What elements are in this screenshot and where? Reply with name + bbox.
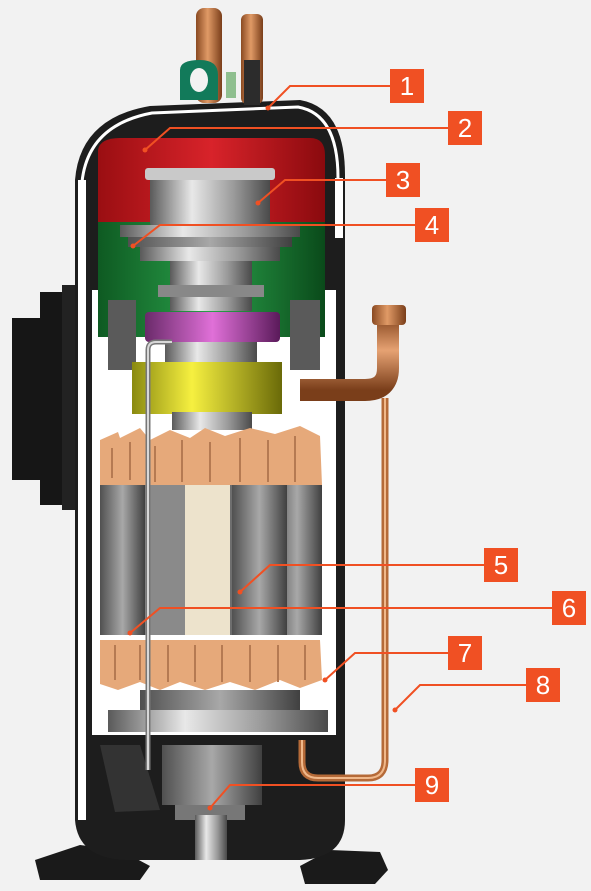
callout-5: 5	[484, 548, 518, 582]
callout-8: 8	[526, 668, 560, 702]
terminal-box	[12, 285, 84, 510]
counterweight	[132, 362, 282, 414]
scroll-assembly	[120, 168, 300, 311]
callout-3: 3	[386, 163, 420, 197]
callout-2: 2	[448, 111, 482, 145]
discharge-pipes	[180, 8, 263, 105]
lower-winding	[100, 640, 322, 690]
callout-1: 1	[390, 69, 424, 103]
callout-6: 6	[552, 591, 586, 625]
callout-4: 4	[415, 208, 449, 242]
suction-pipe	[298, 305, 406, 782]
bearing-ring	[145, 312, 280, 342]
motor-stator	[100, 485, 322, 635]
leader-lines	[129, 85, 552, 809]
callout-9: 9	[415, 768, 449, 802]
callout-7: 7	[448, 636, 482, 670]
